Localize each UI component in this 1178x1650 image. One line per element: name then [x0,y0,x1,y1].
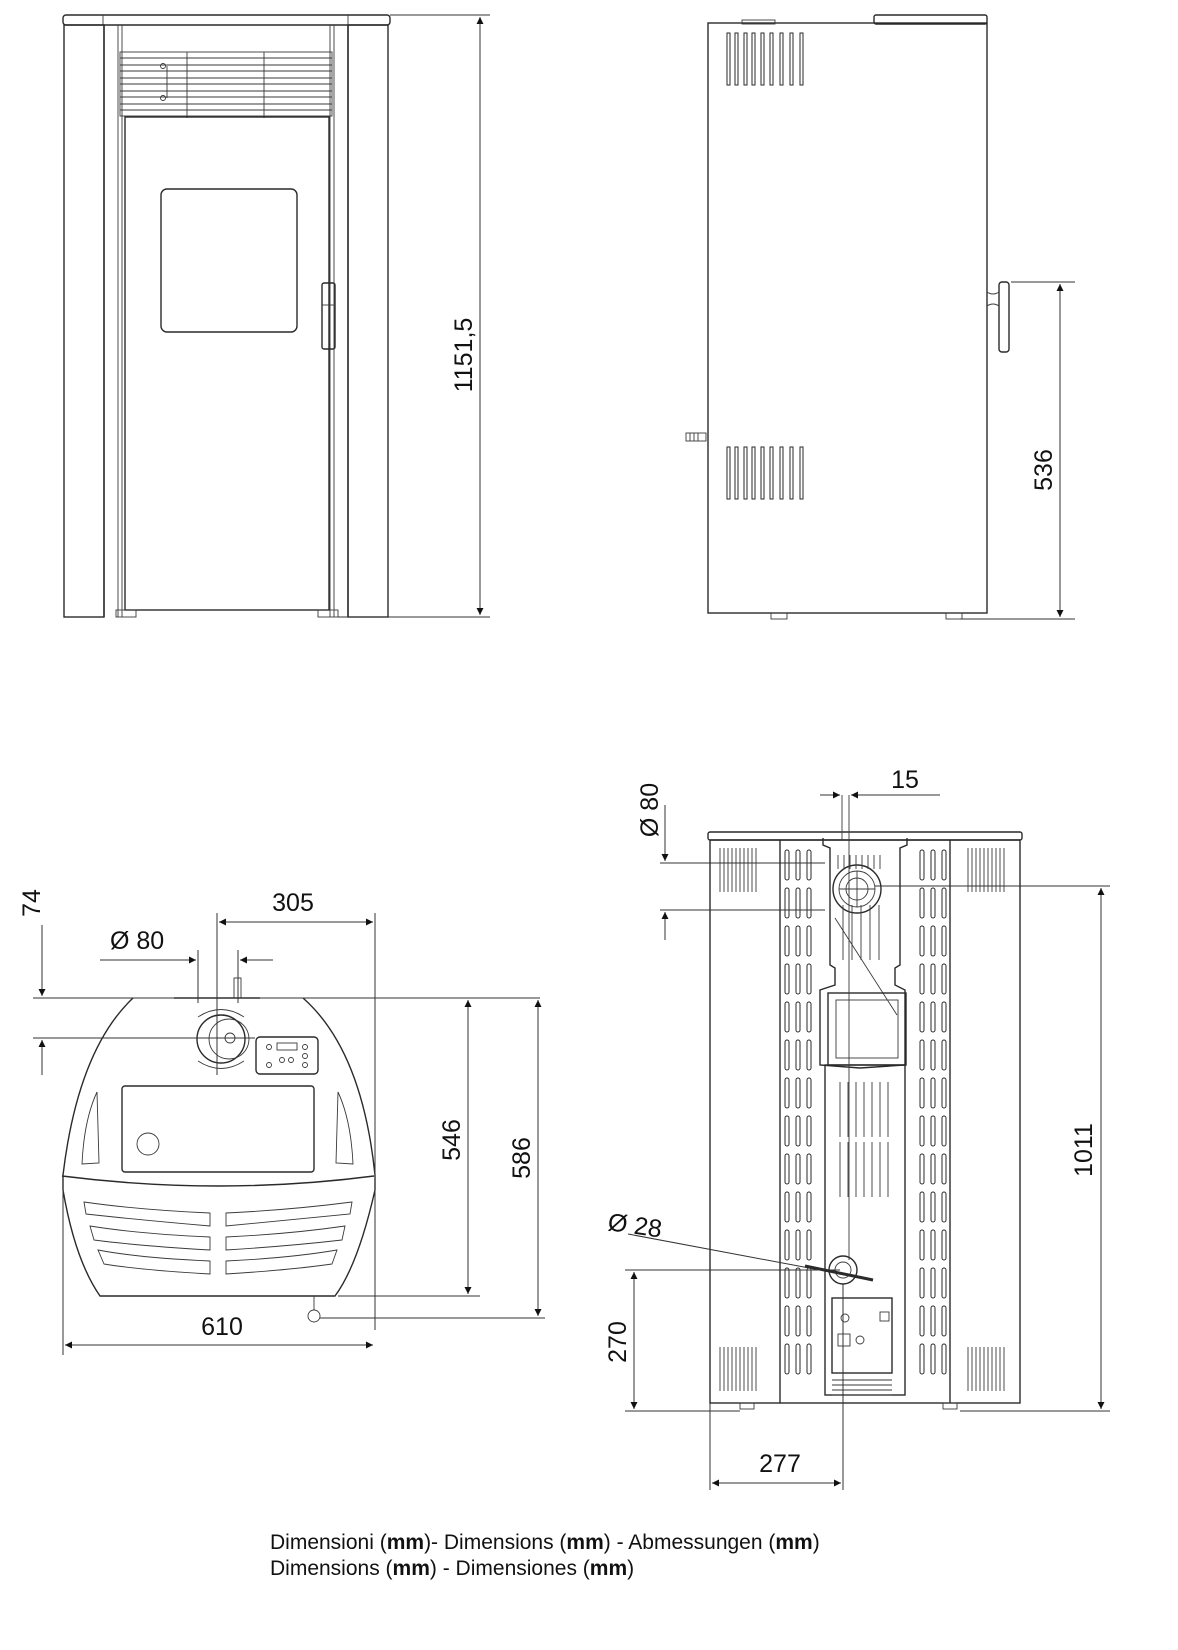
rear-outlet-from-side-label: 277 [759,1450,801,1478]
rear-air-inlet [832,864,882,914]
caption-text: ) - Dimensiones ( [429,1557,590,1580]
caption-unit: mm [392,1557,430,1580]
caption-text: )- Dimensions ( [424,1531,567,1554]
rear-vents-outer [719,848,1005,1391]
caption-text: ) [812,1531,820,1554]
top-view: 74 Ø 80 305 546 586 610 [18,889,545,1355]
top-grille [83,1201,353,1275]
caption-line-2: Dimensions (mm) - Dimensiones (mm) [270,1556,634,1582]
caption-text: Dimensions ( [270,1557,393,1580]
caption-text: Dimensioni ( [270,1531,387,1554]
caption-unit: mm [589,1557,628,1580]
front-door [124,116,336,611]
caption-unit: mm [775,1531,813,1554]
rear-flue-height-label: 1011 [1070,1123,1098,1177]
top-control-panel [255,1036,319,1075]
side-handle-height-label: 536 [1030,449,1058,491]
side-vents-bottom [726,446,804,500]
caption-unit: mm [386,1531,425,1554]
caption-text: ) [627,1557,635,1580]
top-flue-diameter-label: Ø 80 [110,927,164,955]
side-view: 536 [685,14,1075,620]
caption-line-1: Dimensioni (mm)- Dimensions (mm) - Abmes… [270,1530,820,1556]
top-width-label: 610 [201,1313,243,1341]
front-height-label: 1151,5 [450,318,478,393]
top-depth-body-label: 546 [438,1119,466,1161]
top-depth-total-label: 586 [508,1137,536,1179]
rear-view: Ø 80 15 1011 Ø 28 270 277 [604,766,1110,1490]
rear-air-inlet-offset-label: 15 [891,766,919,794]
front-grille [119,51,333,118]
rear-air-inlet-diameter-label: Ø 80 [636,783,664,837]
side-vents-top [726,32,804,86]
side-handle [998,281,1010,353]
caption-unit: mm [566,1531,604,1554]
top-flue-depth-label: 74 [18,889,46,917]
rear-outlet-diameter-label: Ø 28 [606,1208,664,1243]
caption-text: ) - Abmessungen ( [603,1531,776,1554]
top-flue-to-side-label: 305 [272,889,314,917]
front-view: 1151,5 [62,14,490,618]
rear-outlet-height-label: 270 [604,1321,632,1363]
rear-vents-inner [784,849,947,1375]
